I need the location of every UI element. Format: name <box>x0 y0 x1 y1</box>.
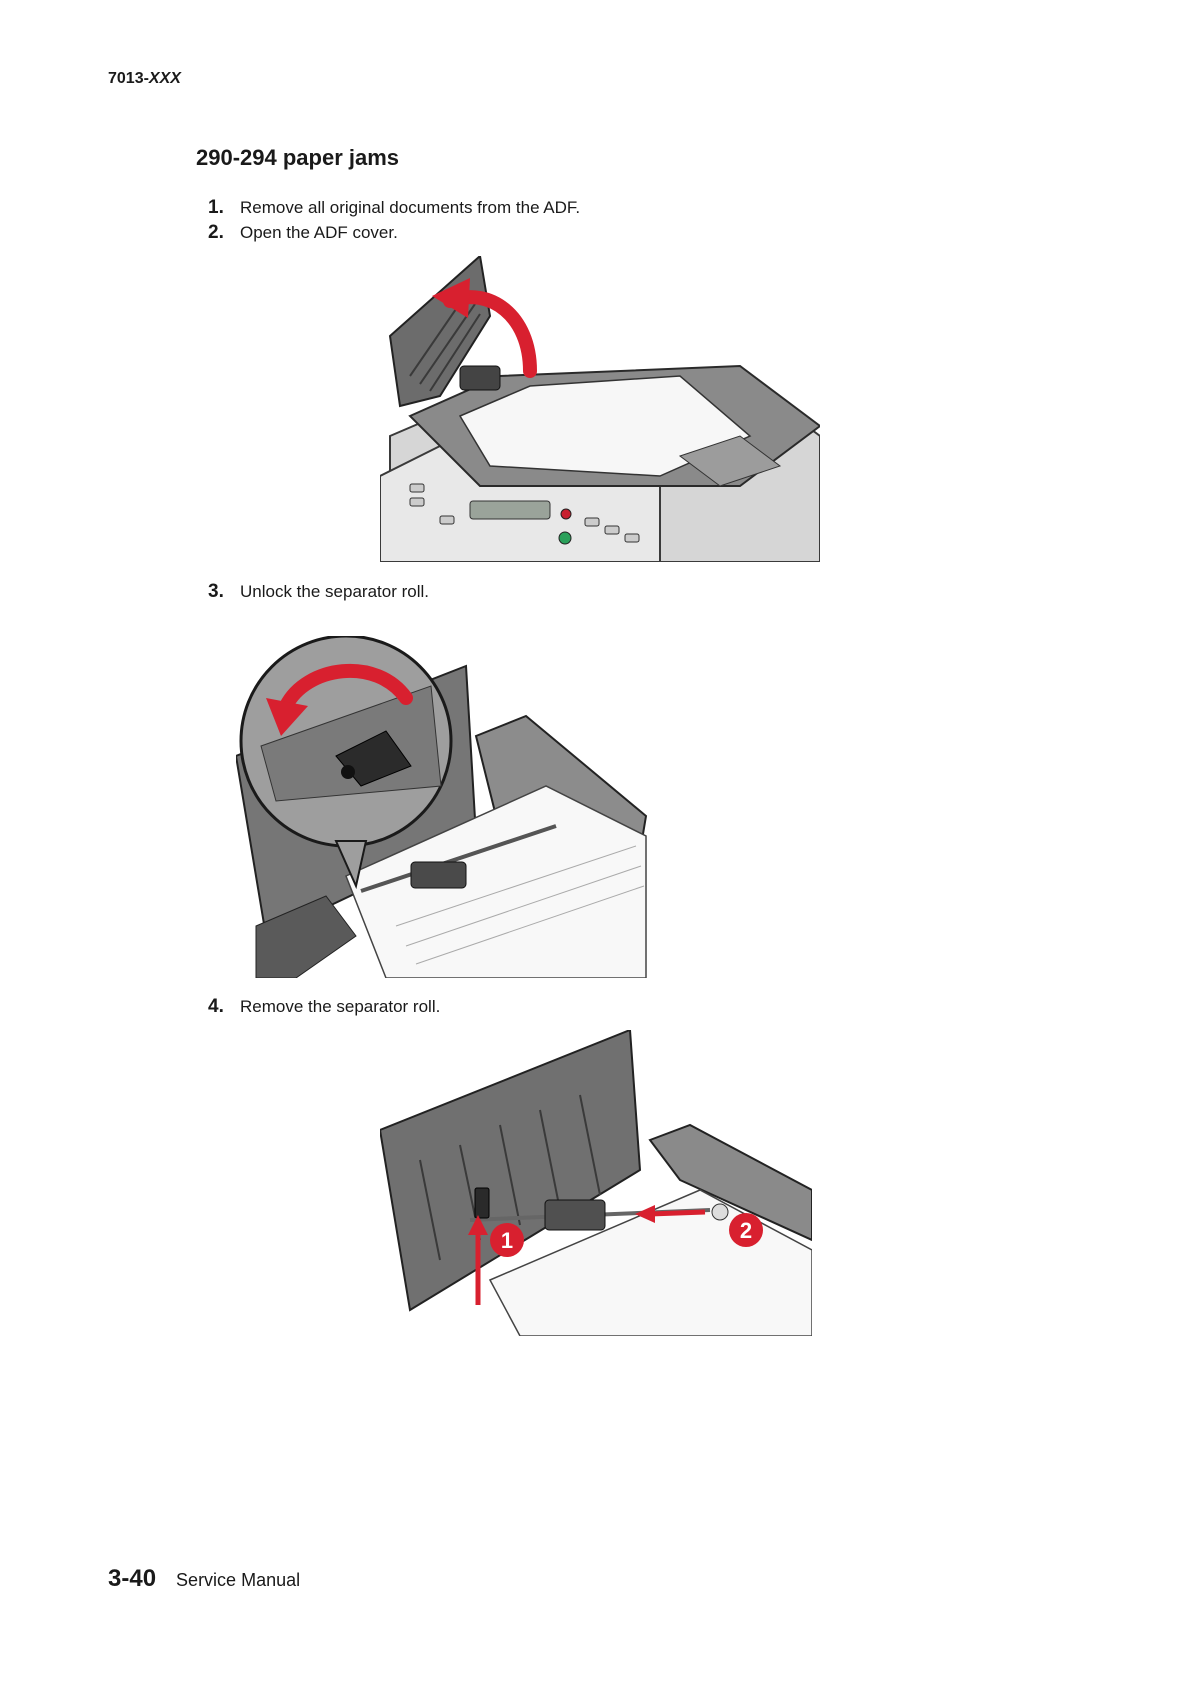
document-title: Service Manual <box>176 1570 300 1591</box>
callout-1: 1 <box>501 1228 513 1253</box>
separator-roll <box>545 1200 605 1230</box>
separator-roll <box>460 366 500 390</box>
step-number: 4. <box>196 996 240 1018</box>
step-4: 4. Remove the separator roll. <box>196 996 440 1018</box>
bushing <box>712 1204 728 1220</box>
open-adf-cover-illustration <box>380 256 820 562</box>
step-number: 2. <box>196 222 240 244</box>
start-button-light <box>559 532 571 544</box>
remove-separator-roll-illustration: 1 2 <box>380 1030 812 1336</box>
step-2: 2. Open the ADF cover. <box>196 222 398 244</box>
latch-handle <box>475 1188 489 1218</box>
panel-button <box>625 534 639 542</box>
page-number: 3-40 <box>108 1565 156 1593</box>
panel-button <box>585 518 599 526</box>
step-text: Remove all original documents from the A… <box>240 198 580 218</box>
stop-button-light <box>561 509 571 519</box>
model-number: 7013-XXX <box>108 70 181 88</box>
step-text: Open the ADF cover. <box>240 223 398 243</box>
display-window <box>470 501 550 519</box>
slide-arrow <box>650 1212 705 1214</box>
step-text: Unlock the separator roll. <box>240 582 429 602</box>
callout-2: 2 <box>740 1218 752 1243</box>
panel-button <box>440 516 454 524</box>
unlock-separator-roll-illustration <box>236 636 678 978</box>
step-number: 3. <box>196 581 240 603</box>
panel-button <box>410 484 424 492</box>
separator-roll <box>411 862 466 888</box>
section-title: 290-294 paper jams <box>196 145 399 171</box>
step-1: 1. Remove all original documents from th… <box>196 197 580 219</box>
panel-button <box>410 498 424 506</box>
step-3: 3. Unlock the separator roll. <box>196 581 429 603</box>
step-text: Remove the separator roll. <box>240 997 440 1017</box>
step-number: 1. <box>196 197 240 219</box>
page-footer: 3-40 Service Manual <box>108 1565 300 1593</box>
panel-button <box>605 526 619 534</box>
